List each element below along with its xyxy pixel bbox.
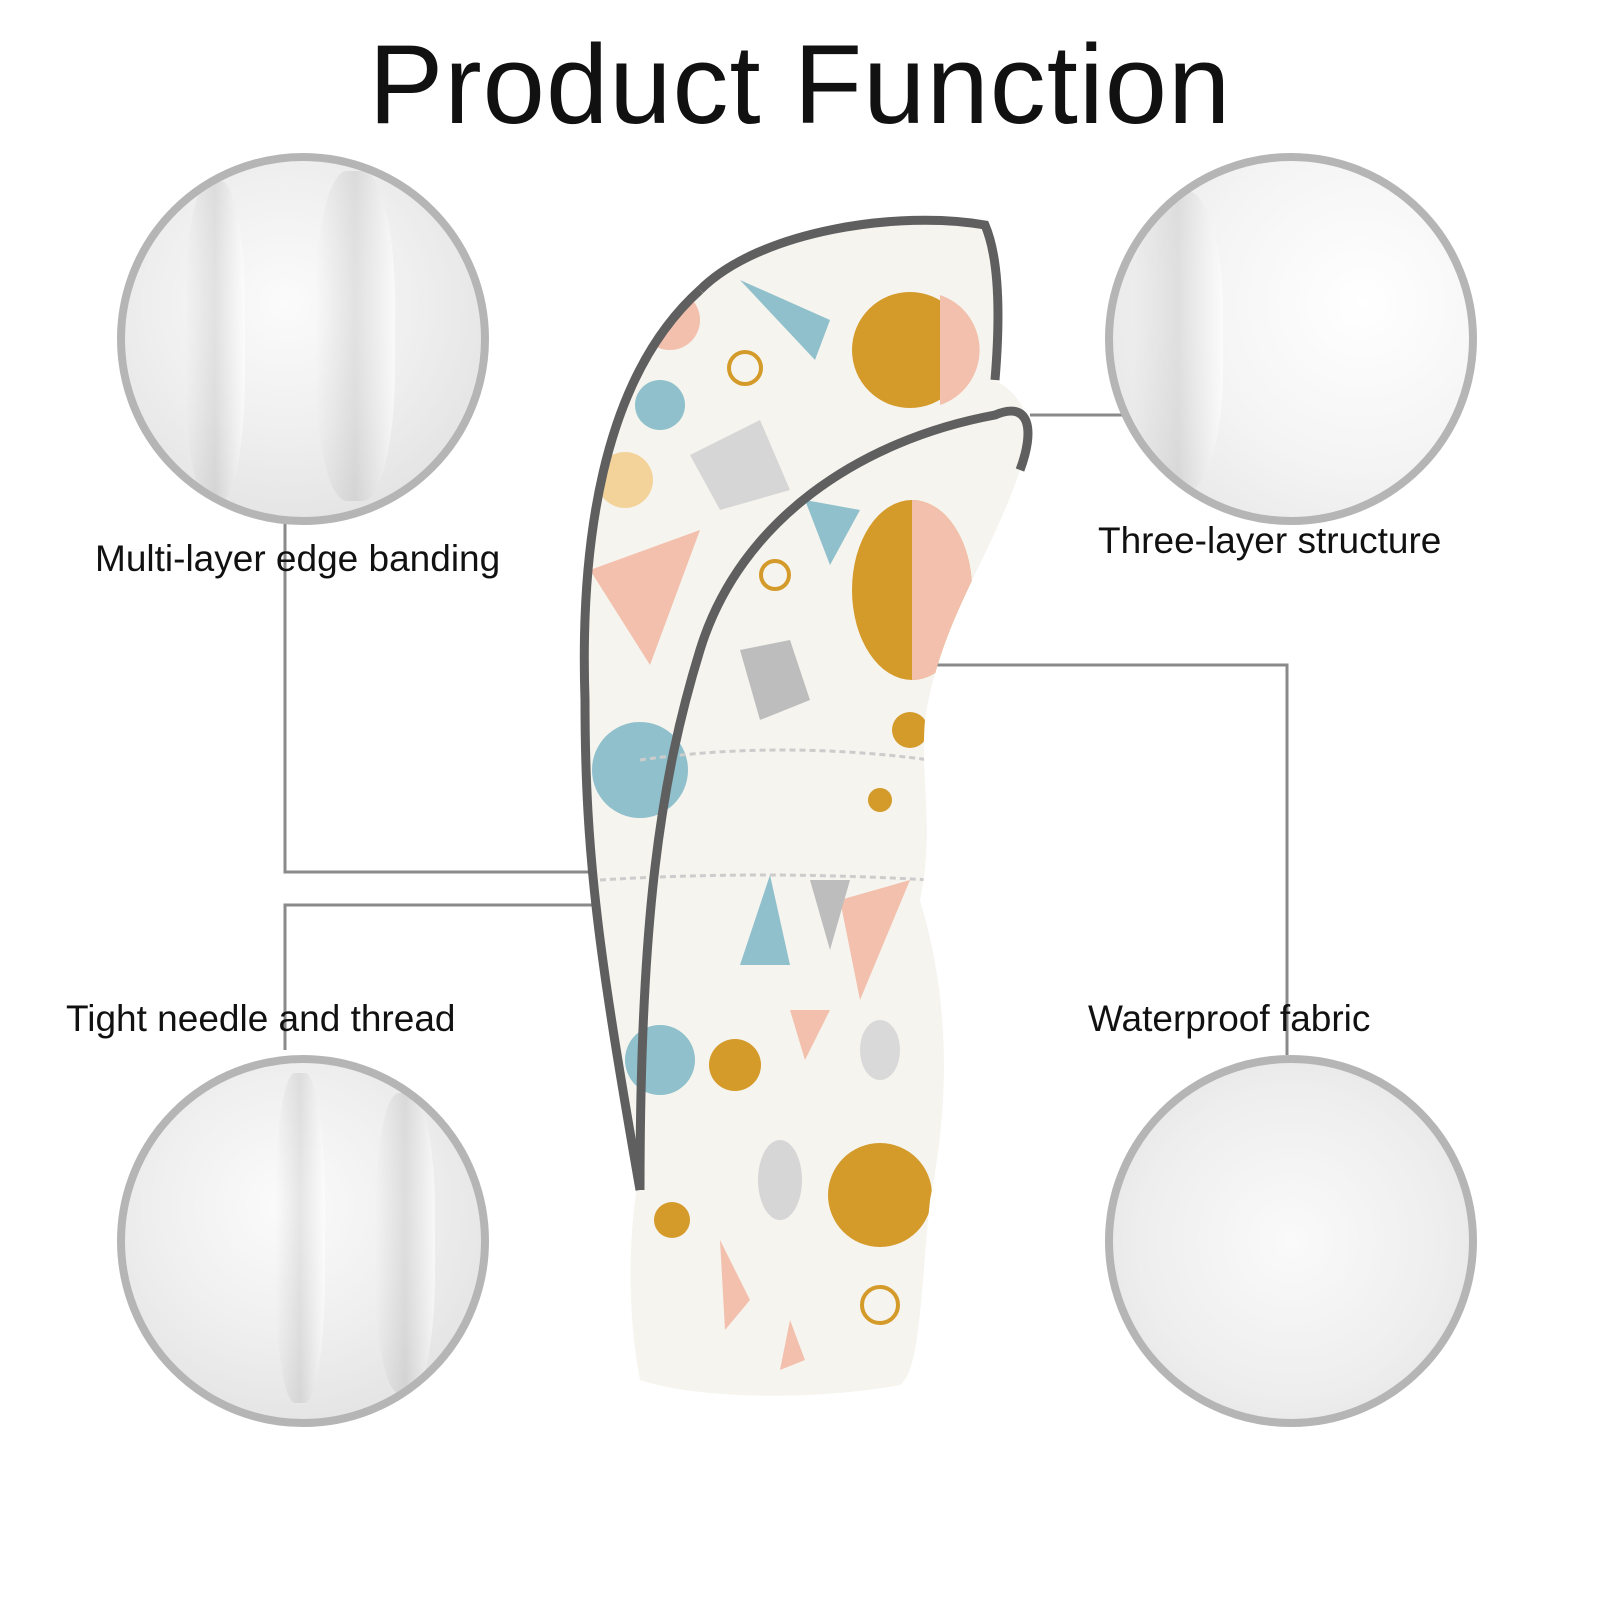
detail-circle-needle-thread [117, 1055, 489, 1427]
feature-label-waterproof: Waterproof fabric [1088, 998, 1371, 1039]
detail-circle-waterproof [1105, 1055, 1477, 1427]
detail-circle-edge-banding [117, 153, 489, 525]
connector-needle-thread [283, 903, 600, 1050]
feature-label-edge-banding: Multi-layer edge banding [95, 538, 501, 579]
connector-waterproof [900, 663, 1289, 1055]
feature-label-needle-thread: Tight needle and thread [66, 998, 456, 1039]
page-title: Product Function [368, 22, 1232, 147]
feature-label-three-layer: Three-layer structure [1098, 520, 1442, 561]
connector-edge-banding [283, 515, 600, 874]
detail-circle-three-layer [1105, 153, 1477, 525]
